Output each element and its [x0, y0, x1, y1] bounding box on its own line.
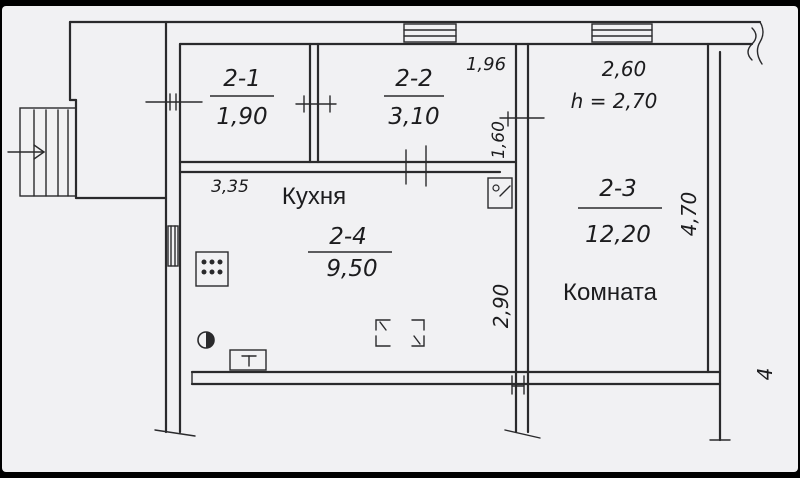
room-2-2-id: 2-2 — [395, 66, 433, 92]
window-left — [167, 225, 179, 267]
dimension-labels: 1,96 2,60 h = 2,70 1,60 3,35 4,70 2,90 4 — [211, 54, 777, 380]
dimension-2-60: 2,60 — [602, 57, 647, 81]
room-2-1: 2-1 1,90 — [210, 66, 274, 130]
stove-icon — [195, 251, 229, 287]
room-2-4-name: Кухня — [282, 183, 346, 210]
room-2-1-area: 1,90 — [216, 104, 267, 130]
room-2-1-id: 2-1 — [223, 66, 261, 92]
window-top-left — [403, 23, 457, 43]
floor-hatch-icon — [375, 319, 425, 347]
room-2-2-area: 3,10 — [388, 104, 439, 130]
margin-mark: 4 — [753, 368, 777, 381]
dimension-1-60: 1,60 — [489, 121, 509, 159]
gas-boiler-icon — [487, 177, 513, 209]
dimension-3-35: 3,35 — [211, 177, 249, 197]
ceiling-height: h = 2,70 — [571, 89, 658, 113]
room-2-3-id: 2-3 — [599, 176, 637, 202]
entrance-arrow-icon — [7, 144, 46, 160]
room-2-4-id: 2-4 — [329, 224, 367, 250]
room-2-2: 2-2 3,10 — [384, 66, 444, 130]
room-2-3-area: 12,20 — [585, 222, 651, 248]
dimension-2-90: 2,90 — [489, 284, 513, 329]
dimension-1-96: 1,96 — [466, 54, 506, 75]
entrance-stairs — [19, 107, 77, 197]
walls — [7, 20, 764, 442]
room-2-3: 2-3 12,20 Комната — [563, 176, 662, 306]
room-2-4: Кухня 2-4 9,50 — [282, 183, 392, 282]
dimension-4-70: 4,70 — [677, 192, 701, 237]
door-marks — [145, 93, 545, 395]
radiator-icon — [229, 349, 267, 371]
window-top-right — [591, 23, 653, 43]
room-2-3-name: Комната — [563, 279, 658, 306]
paper-sheet — [2, 6, 798, 472]
meter-icon — [197, 331, 215, 349]
room-2-4-area: 9,50 — [326, 256, 377, 282]
